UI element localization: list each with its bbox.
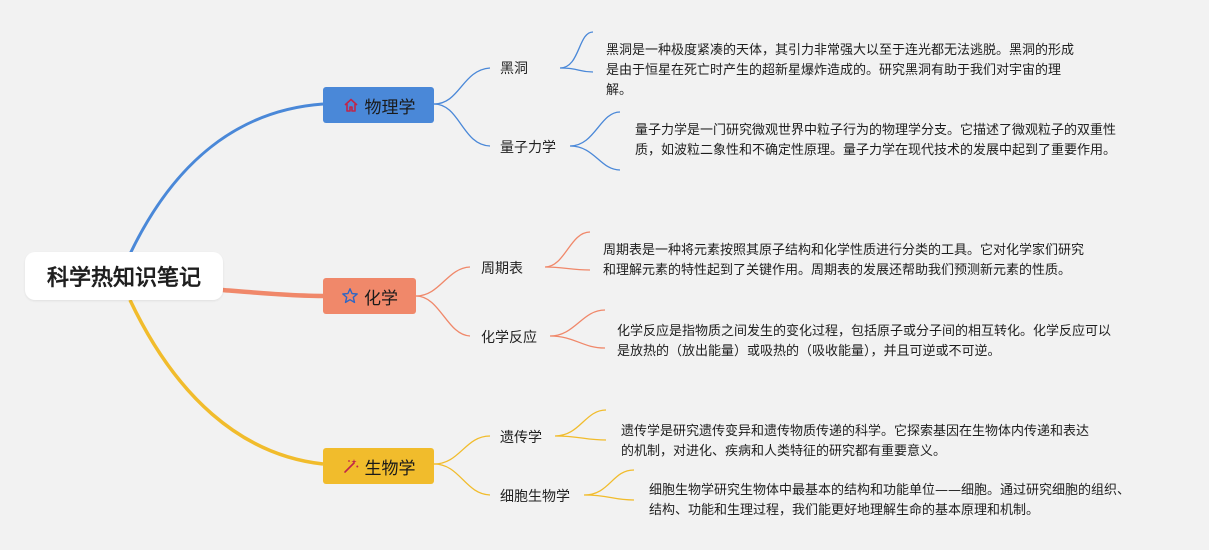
connector-periodic-brace xyxy=(544,231,591,271)
sparkle-icon xyxy=(342,457,360,475)
branch-biology[interactable]: 生物学 xyxy=(323,448,434,484)
topic-quantum[interactable]: 量子力学 xyxy=(500,140,556,156)
connector-root-chemistry xyxy=(221,287,324,299)
connector-quantum-brace xyxy=(569,111,621,171)
connector-genetics-brace xyxy=(554,409,607,441)
topic-blackhole[interactable]: 黑洞 xyxy=(500,61,528,77)
connector-biology-topic2 xyxy=(433,463,491,496)
topic-cell-biology[interactable]: 细胞生物学 xyxy=(500,489,570,505)
connector-chemistry-topic1 xyxy=(415,266,471,297)
desc-blackhole: 黑洞是一种极度紧凑的天体，其引力非常强大以至于连光都无法逃脱。黑洞的形成是由于恒… xyxy=(606,43,1075,98)
root-title: 科学热知识笔记 xyxy=(46,266,201,291)
branch-physics[interactable]: 物理学 xyxy=(323,87,434,123)
star-icon xyxy=(341,287,359,305)
branch-chemistry-label: 化学 xyxy=(364,288,398,309)
connector-biology-topic1 xyxy=(433,435,491,465)
connector-reaction-brace xyxy=(549,309,606,349)
branch-chemistry[interactable]: 化学 xyxy=(323,278,416,314)
branch-biology-label: 生物学 xyxy=(364,458,416,479)
topic-periodic-table[interactable]: 周期表 xyxy=(481,261,523,277)
desc-genetics: 遗传学是研究遗传变异和遗传物质传递的科学。它探索基因在生物体内传递和表达的机制，… xyxy=(621,424,1090,459)
connector-physics-topic1 xyxy=(433,67,491,105)
connector-cell-brace xyxy=(583,469,635,501)
topic-genetics[interactable]: 遗传学 xyxy=(500,430,542,446)
house-icon xyxy=(342,96,360,114)
root-node[interactable]: 科学热知识笔记 xyxy=(25,252,223,300)
desc-chemical-reaction: 化学反应是指物质之间发生的变化过程，包括原子或分子间的相互转化。化学反应可以是放… xyxy=(617,324,1112,359)
desc-quantum: 量子力学是一门研究微观世界中粒子行为的物理学分支。它描述了微观粒子的双重性质，如… xyxy=(635,123,1117,158)
desc-periodic-table: 周期表是一种将元素按照其原子结构和化学性质进行分类的工具。它对化学家们研究和理解… xyxy=(603,243,1085,278)
connector-blackhole-brace xyxy=(559,31,594,73)
connector-chemistry-topic2 xyxy=(415,295,471,337)
topic-chemical-reaction[interactable]: 化学反应 xyxy=(481,330,537,346)
connector-root-physics xyxy=(128,102,324,255)
connector-physics-topic2 xyxy=(433,103,491,147)
connector-root-biology xyxy=(128,299,324,466)
branch-physics-label: 物理学 xyxy=(364,97,416,118)
desc-cell-biology: 细胞生物学研究生物体中最基本的结构和功能单位——细胞。通过研究细胞的组织、结构、… xyxy=(649,483,1131,518)
